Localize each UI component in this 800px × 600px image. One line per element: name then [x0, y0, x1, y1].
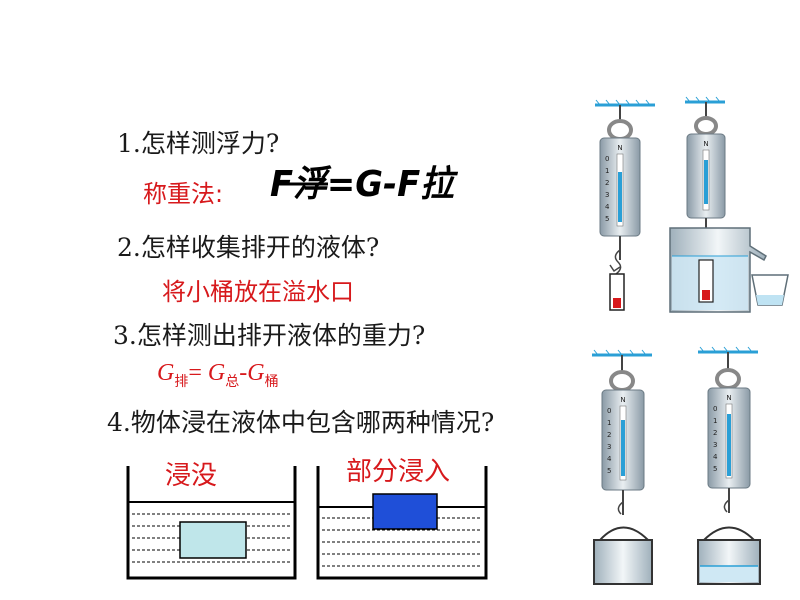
svg-text:0: 0 — [605, 155, 609, 163]
partial-block — [372, 493, 438, 530]
answer-1-label: 称重法: — [143, 180, 224, 208]
svg-text:0: 0 — [607, 407, 611, 415]
question-4: 4.物体浸在液体中包含哪两种情况? — [107, 408, 495, 437]
svg-text:0: 0 — [713, 405, 717, 413]
beaker-left — [126, 466, 297, 580]
svg-text:5: 5 — [605, 215, 609, 223]
svg-text:1: 1 — [713, 417, 717, 425]
svg-text:3: 3 — [605, 191, 609, 199]
svg-text:3: 3 — [607, 443, 611, 451]
svg-text:1: 1 — [607, 419, 611, 427]
g-symbol-1: G — [157, 360, 175, 386]
svg-text:4: 4 — [607, 455, 612, 463]
case-label-partial: 部分浸入 — [346, 457, 451, 487]
svg-text:2: 2 — [607, 431, 611, 439]
g-symbol-2: G — [207, 360, 226, 386]
answer-2: 将小桶放在溢水口 — [162, 278, 354, 306]
question-3: 3.怎样测出排开液体的重力? — [113, 321, 426, 350]
answer-3-formula: G排= G总-G桶 — [157, 360, 279, 391]
svg-text:2: 2 — [605, 179, 609, 187]
spring-scale-illustrations: N 0 1 2 3 4 5 N — [592, 96, 789, 585]
sub-tong: 桶 — [264, 373, 279, 390]
svg-text:5: 5 — [607, 467, 611, 475]
svg-text:3: 3 — [713, 441, 717, 449]
minus-sign: - — [239, 360, 248, 386]
svg-text:N: N — [703, 140, 708, 148]
question-1: 1.怎样测浮力? — [117, 129, 280, 158]
svg-text:2: 2 — [713, 429, 717, 437]
question-2: 2.怎样收集排开的液体? — [117, 233, 380, 262]
svg-text:4: 4 — [605, 203, 610, 211]
submerged-block — [179, 521, 247, 559]
buoyancy-formula: F浮=G-F拉 — [270, 164, 458, 205]
svg-text:N: N — [726, 394, 731, 402]
equals-sign: = — [188, 360, 202, 386]
sub-pai: 排 — [174, 373, 189, 390]
spring-scale-3: N 0 1 2 3 4 5 — [592, 349, 653, 585]
spring-scale-2: N — [669, 96, 789, 313]
formula-glyphs: F浮=G-F拉 — [270, 164, 458, 205]
beaker-right — [316, 466, 488, 580]
svg-text:5: 5 — [713, 465, 717, 473]
svg-text:N: N — [620, 396, 625, 404]
svg-text:N: N — [617, 144, 622, 152]
beakers-diagram — [126, 466, 488, 580]
spring-scale-1: N 0 1 2 3 4 5 — [595, 99, 655, 311]
sub-zong: 总 — [225, 373, 240, 390]
spring-scale-4: N 0 1 2 3 4 5 — [697, 346, 761, 585]
case-label-immersed: 浸没 — [165, 461, 218, 491]
svg-text:1: 1 — [605, 167, 609, 175]
svg-text:4: 4 — [713, 453, 718, 461]
g-symbol-3: G — [247, 360, 265, 386]
